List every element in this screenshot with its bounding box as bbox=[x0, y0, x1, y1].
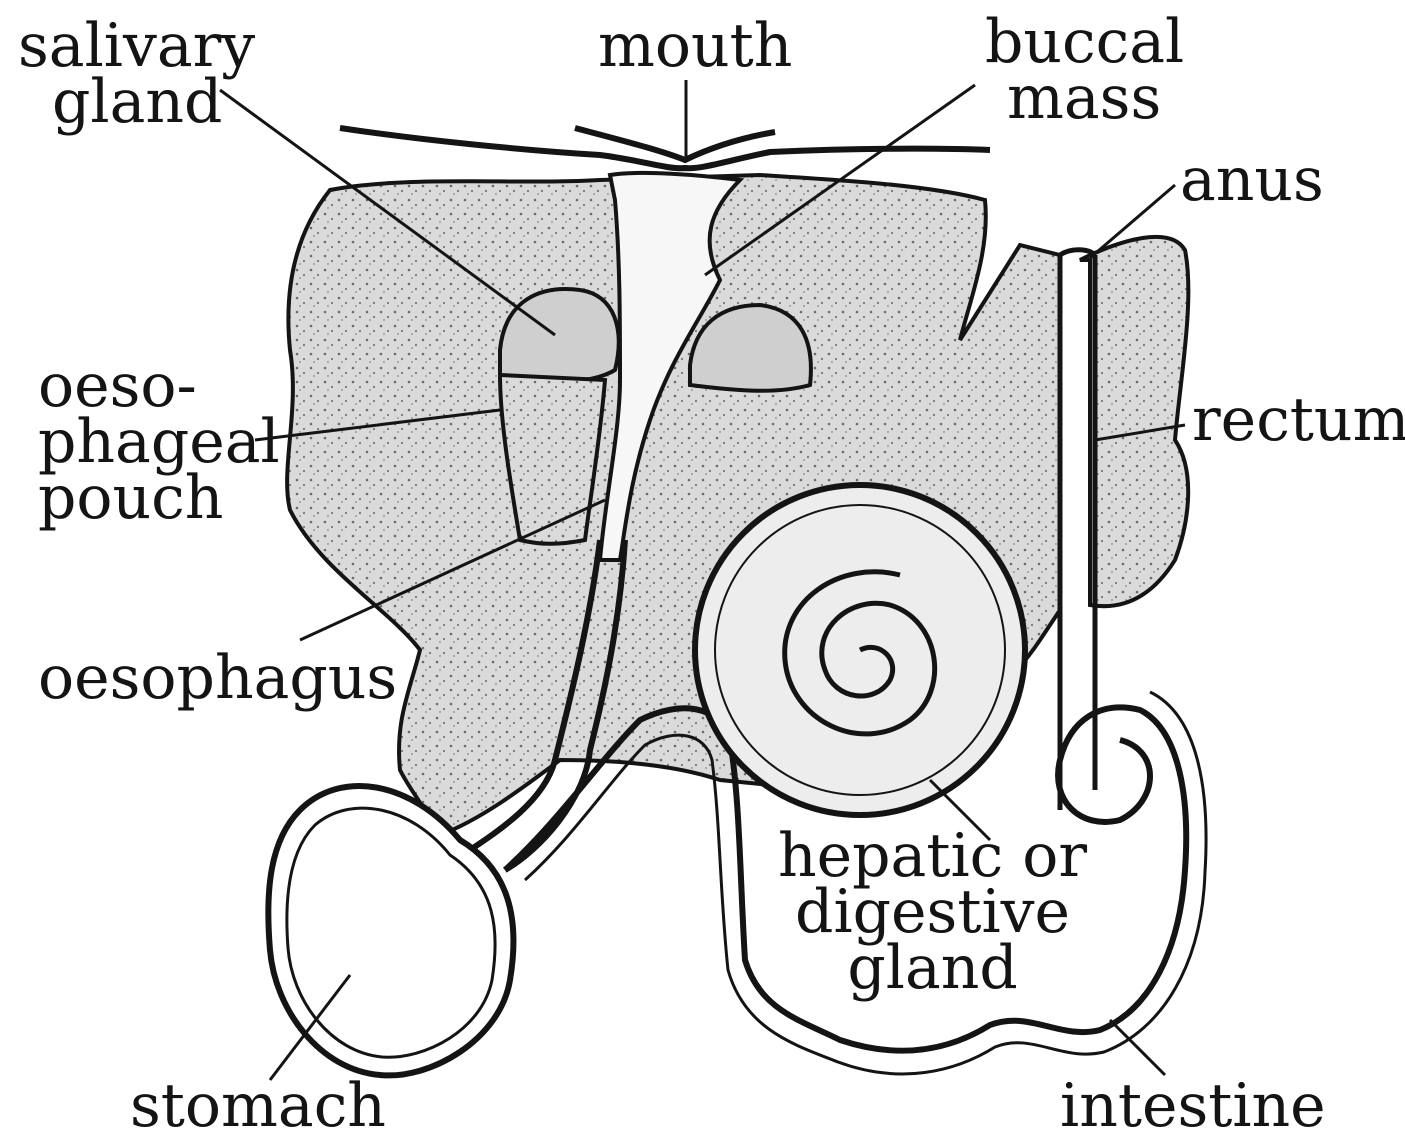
label-oesophagus: oesophagus bbox=[38, 650, 397, 706]
label-oesophageal-pouch-line1: oeso- bbox=[38, 358, 280, 414]
label-rectum: rectum bbox=[1192, 392, 1405, 448]
label-hepatic-gland-line3: gland bbox=[778, 940, 1087, 996]
label-oesophageal-pouch-line3: pouch bbox=[38, 470, 280, 526]
label-intestine: intestine bbox=[1060, 1078, 1326, 1134]
label-oesophageal-pouch: oeso- phageal pouch bbox=[38, 358, 280, 526]
label-salivary-gland-line1: salivary bbox=[18, 18, 255, 74]
lips bbox=[340, 128, 990, 168]
oesophageal-pouch-shape bbox=[500, 375, 605, 544]
label-buccal-mass-line2: mass bbox=[985, 70, 1184, 126]
label-buccal-mass-line1: buccal bbox=[985, 14, 1184, 70]
label-hepatic-gland-line1: hepatic or bbox=[778, 828, 1087, 884]
label-buccal-mass: buccal mass bbox=[985, 14, 1184, 126]
label-salivary-gland: salivary gland bbox=[18, 18, 255, 130]
leader-intestine bbox=[1110, 1020, 1165, 1075]
label-salivary-gland-line2: gland bbox=[18, 74, 255, 130]
label-stomach: stomach bbox=[130, 1078, 386, 1134]
label-mouth: mouth bbox=[598, 18, 792, 74]
label-hepatic-gland-line2: digestive bbox=[778, 884, 1087, 940]
label-hepatic-gland: hepatic or digestive gland bbox=[778, 828, 1087, 996]
label-oesophageal-pouch-line2: phageal bbox=[38, 414, 280, 470]
label-anus: anus bbox=[1180, 152, 1324, 208]
